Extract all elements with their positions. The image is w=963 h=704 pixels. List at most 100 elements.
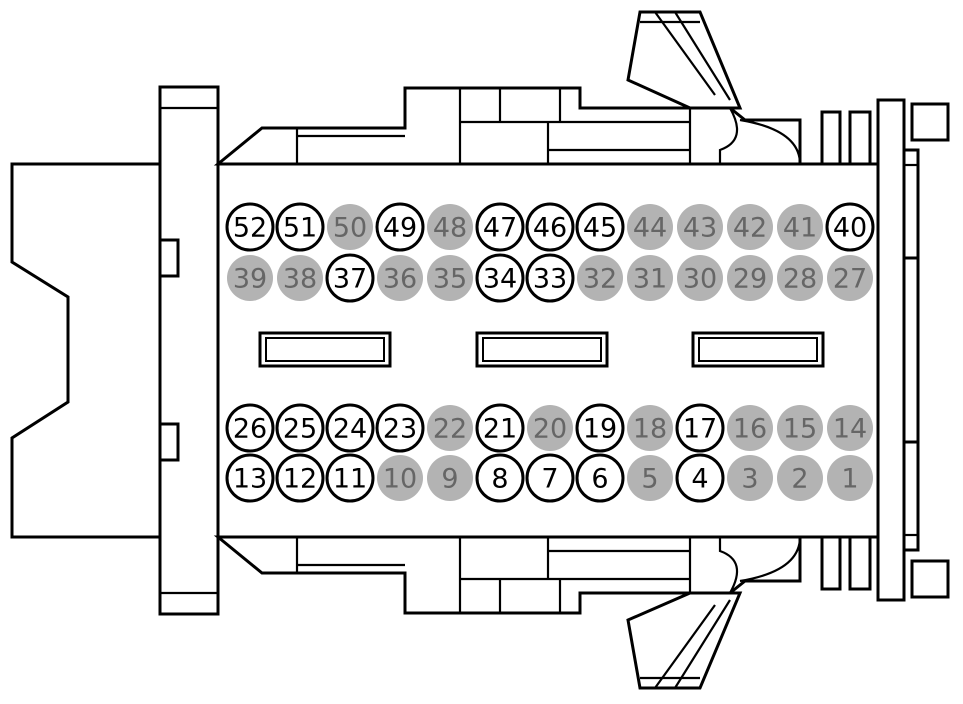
pin-label: 47 xyxy=(483,213,517,244)
unused-pin-circle xyxy=(627,405,673,451)
pin-50: 50 xyxy=(327,204,373,250)
pin-17: 17 xyxy=(675,403,725,453)
connector-left-plug xyxy=(10,162,162,539)
used-pin-circle xyxy=(675,453,725,503)
unused-pin-circle xyxy=(827,455,873,501)
pin-37: 37 xyxy=(325,253,375,303)
pin-40: 40 xyxy=(825,202,875,252)
pin-label: 25 xyxy=(283,414,317,445)
pin-label: 4 xyxy=(691,464,708,495)
pin-label: 31 xyxy=(633,264,667,295)
pin-label: 45 xyxy=(583,213,617,244)
pin-label: 17 xyxy=(683,414,717,445)
pin-label: 8 xyxy=(491,464,508,495)
pin-label: 35 xyxy=(433,264,467,295)
pin-label: 18 xyxy=(633,414,667,445)
pin-38: 38 xyxy=(277,255,323,301)
used-pin-circle xyxy=(325,453,375,503)
pin-28: 28 xyxy=(777,255,823,301)
pin-label: 20 xyxy=(533,414,567,445)
used-pin-circle xyxy=(675,403,725,453)
flange-tab-lower xyxy=(158,422,180,462)
pin-label: 16 xyxy=(733,414,767,445)
used-pin-circle xyxy=(825,202,875,252)
pin-label: 39 xyxy=(233,264,267,295)
unused-pin-circle xyxy=(777,405,823,451)
used-pin-circle xyxy=(225,453,275,503)
unused-pin-circle xyxy=(527,405,573,451)
upper-latch-fin xyxy=(626,10,743,110)
pin-34: 34 xyxy=(475,253,525,303)
pin-label: 38 xyxy=(283,264,317,295)
keying-slot xyxy=(691,331,825,368)
used-pin-circle xyxy=(575,453,625,503)
unused-pin-circle xyxy=(777,455,823,501)
pin-label: 11 xyxy=(333,464,367,495)
pin-label: 27 xyxy=(833,264,867,295)
unused-pin-circle xyxy=(227,255,273,301)
pin-15: 15 xyxy=(777,405,823,451)
pin-label: 10 xyxy=(383,464,417,495)
pin-label: 41 xyxy=(783,213,817,244)
pin-31: 31 xyxy=(627,255,673,301)
keying-slot xyxy=(258,331,392,368)
unused-pin-circle xyxy=(427,204,473,250)
pin-label: 40 xyxy=(833,213,867,244)
upper-housing xyxy=(213,86,802,166)
used-pin-circle xyxy=(575,202,625,252)
pin-label: 1 xyxy=(841,464,858,495)
pin-label: 9 xyxy=(441,464,458,495)
left-flange xyxy=(158,85,220,616)
pin-label: 36 xyxy=(383,264,417,295)
pin-label: 50 xyxy=(333,213,367,244)
pin-label: 7 xyxy=(541,464,558,495)
unused-pin-circle xyxy=(577,255,623,301)
pin-9: 9 xyxy=(427,455,473,501)
pin-39: 39 xyxy=(227,255,273,301)
pin-26: 26 xyxy=(225,403,275,453)
used-pin-circle xyxy=(275,453,325,503)
unused-pin-circle xyxy=(727,455,773,501)
used-pin-circle xyxy=(275,202,325,252)
pin-14: 14 xyxy=(827,405,873,451)
unused-pin-circle xyxy=(627,455,673,501)
pin-18: 18 xyxy=(627,405,673,451)
unused-pin-circle xyxy=(427,255,473,301)
pin-41: 41 xyxy=(777,204,823,250)
used-pin-circle xyxy=(375,202,425,252)
used-pin-circle xyxy=(225,202,275,252)
lower-post-a xyxy=(820,535,842,591)
unused-pin-circle xyxy=(827,405,873,451)
unused-pin-circle xyxy=(627,204,673,250)
used-pin-circle xyxy=(525,202,575,252)
keying-slot xyxy=(475,331,609,368)
lower-post-b xyxy=(848,535,872,591)
pin-label: 2 xyxy=(791,464,808,495)
pin-label: 15 xyxy=(783,414,817,445)
pin-label: 13 xyxy=(233,464,267,495)
pin-label: 42 xyxy=(733,213,767,244)
pin-19: 19 xyxy=(575,403,625,453)
used-pin-circle xyxy=(475,253,525,303)
pin-label: 52 xyxy=(233,213,267,244)
pin-label: 51 xyxy=(283,213,317,244)
fin-line xyxy=(654,11,716,96)
unused-pin-circle xyxy=(677,255,723,301)
pin-22: 22 xyxy=(427,405,473,451)
unused-pin-circle xyxy=(727,405,773,451)
pin-label: 14 xyxy=(833,414,867,445)
unused-pin-circle xyxy=(327,204,373,250)
pin-label: 29 xyxy=(733,264,767,295)
pin-21: 21 xyxy=(475,403,525,453)
pin-44: 44 xyxy=(627,204,673,250)
pin-10: 10 xyxy=(377,455,423,501)
used-pin-circle xyxy=(475,403,525,453)
used-pin-circle xyxy=(475,202,525,252)
used-pin-circle xyxy=(325,403,375,453)
pin-label: 32 xyxy=(583,264,617,295)
pin-52: 52 xyxy=(225,202,275,252)
pin-13: 13 xyxy=(225,453,275,503)
pin-label: 37 xyxy=(333,264,367,295)
